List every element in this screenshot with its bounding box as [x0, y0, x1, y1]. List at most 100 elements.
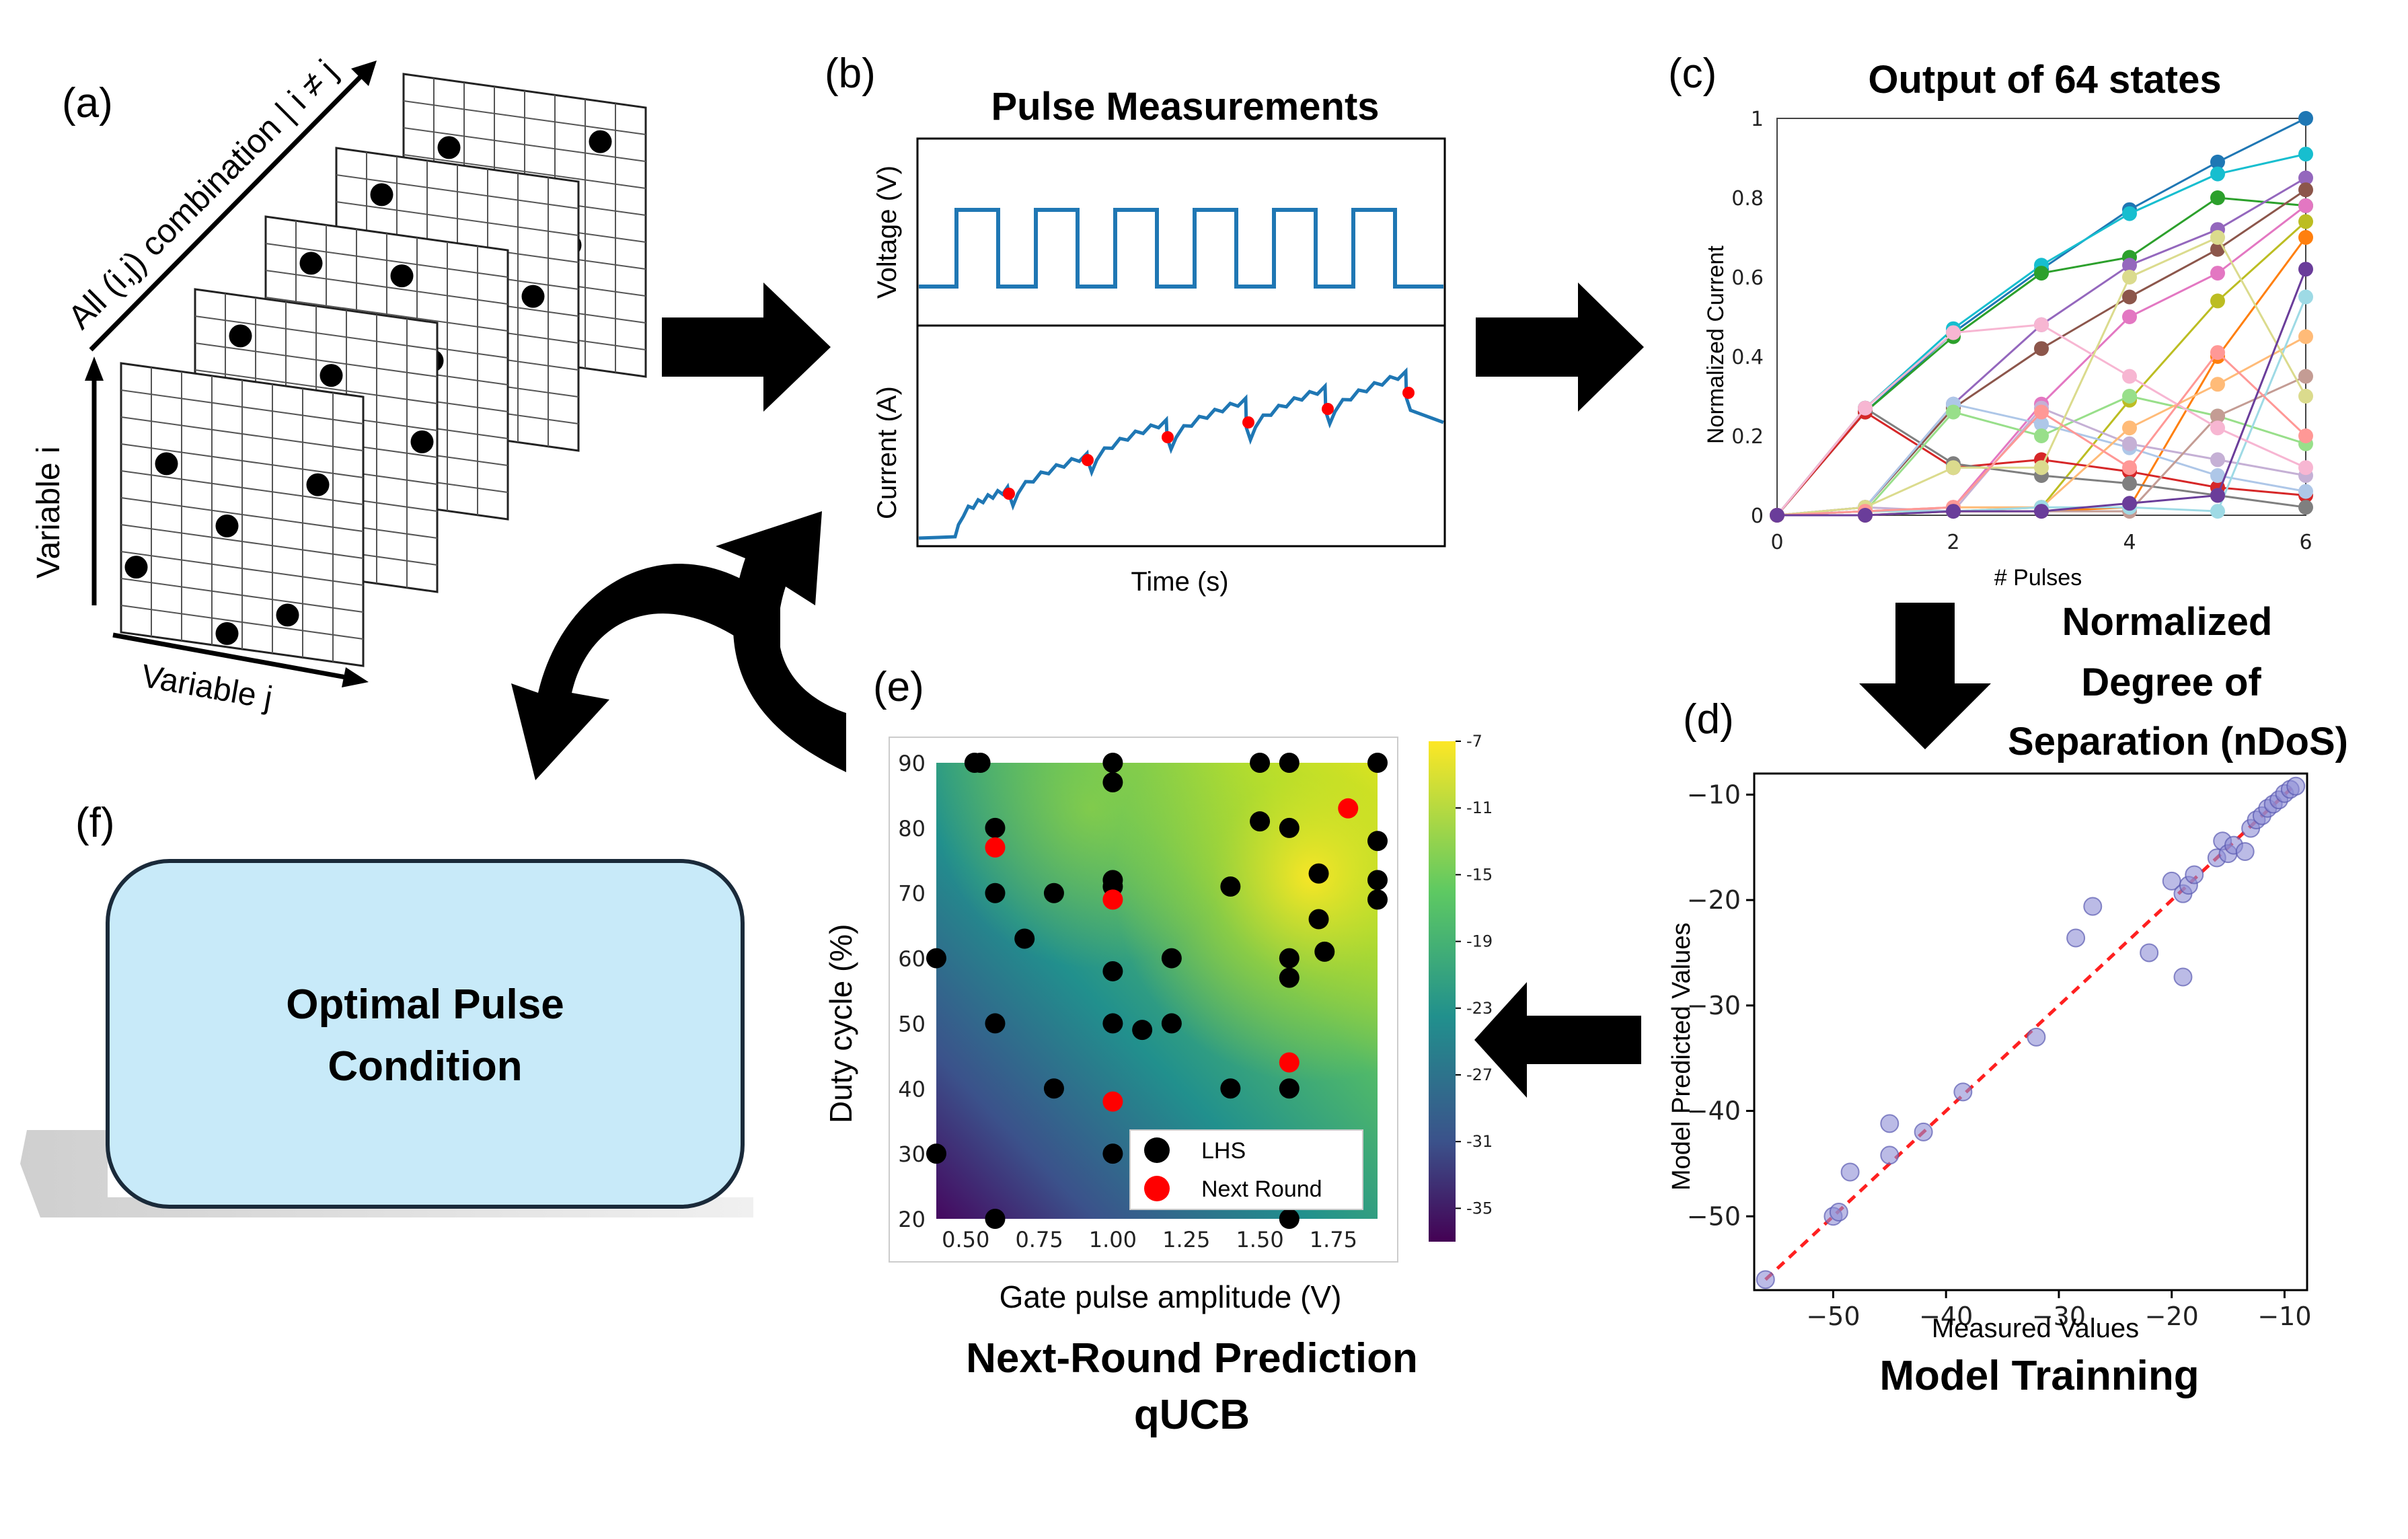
state-point — [2298, 484, 2313, 499]
training-y-tick: −40 — [1687, 1096, 1741, 1126]
state-point — [2210, 345, 2225, 361]
grid-stack — [120, 73, 647, 667]
training-point — [2286, 776, 2306, 796]
state-point — [2298, 170, 2313, 186]
states-xlabel: # Pulses — [1994, 565, 2082, 591]
grid-dot — [589, 130, 612, 153]
training-y-tick: −30 — [1687, 991, 1741, 1020]
lhs-point — [1279, 948, 1300, 969]
lhs-point — [1161, 1013, 1182, 1034]
heatmap-y-tick: 70 — [898, 881, 926, 907]
prediction-caption-line1: Next-Round Prediction — [966, 1335, 1418, 1382]
states-ylabel: Normalized Current — [1703, 246, 1729, 444]
lhs-point — [1367, 831, 1388, 852]
training-y-tick: −20 — [1687, 885, 1741, 915]
grid-dot — [306, 473, 330, 496]
colorbar-tick: -35 — [1466, 1199, 1493, 1217]
lhs-point — [985, 1013, 1006, 1034]
training-x-tick: −20 — [2145, 1302, 2199, 1331]
states-y-tick: 1 — [1751, 108, 1764, 131]
sampling-dot — [1082, 454, 1094, 466]
lhs-point — [985, 1209, 1006, 1229]
feedback-arrow-up — [716, 511, 846, 772]
heatmap-x-tick: 1.25 — [1162, 1227, 1210, 1252]
state-point — [2122, 476, 2137, 491]
lhs-point — [1250, 811, 1271, 832]
heatmap-x-tick: 0.75 — [1015, 1227, 1063, 1252]
lhs-point — [1043, 883, 1064, 903]
panel-label-d: (d) — [1683, 696, 1734, 743]
heatmap-y-tick: 30 — [898, 1141, 926, 1167]
lhs-point — [1132, 1020, 1153, 1041]
state-point — [2034, 428, 2049, 443]
lhs-point — [1279, 753, 1300, 773]
lhs-point — [1279, 1209, 1300, 1229]
state-point — [2298, 369, 2313, 384]
optimal-box-line1: Optimal Pulse — [286, 981, 564, 1028]
colorbar-tick: -11 — [1466, 798, 1493, 817]
lhs-point — [970, 753, 991, 773]
states-y-tick: 0 — [1751, 504, 1764, 528]
lhs-point — [985, 817, 1006, 838]
lhs-point — [1014, 928, 1035, 949]
state-point — [2298, 198, 2313, 213]
colorbar — [1429, 741, 1456, 1242]
state-point — [2034, 317, 2049, 332]
lhs-point — [1102, 772, 1123, 793]
panel-label-a: (a) — [62, 80, 113, 126]
training-point — [2083, 897, 2103, 916]
heatmap-ylabel: Duty cycle (%) — [823, 924, 858, 1123]
training-point — [1840, 1162, 1860, 1182]
state-point — [2210, 408, 2225, 424]
states-y-tick: 0.8 — [1731, 187, 1764, 211]
arrow-d-to-e — [1474, 982, 1641, 1098]
arrow-c-to-d — [1859, 603, 1991, 749]
states-x-tick: 0 — [1770, 531, 1783, 554]
heatmap-y-tick: 50 — [898, 1011, 926, 1037]
grid-dot — [437, 136, 461, 159]
legend-next-round: Next Round — [1201, 1176, 1322, 1202]
heatmap-y-tick: 90 — [898, 751, 926, 776]
state-point — [2210, 293, 2225, 309]
state-point — [2122, 496, 2137, 511]
state-point — [2298, 500, 2313, 515]
training-point — [1756, 1270, 1775, 1289]
lhs-point — [1102, 753, 1123, 773]
lhs-point — [1102, 961, 1123, 981]
panel-label-f: (f) — [75, 800, 115, 846]
training-xlabel: Measured Values — [1932, 1314, 2139, 1343]
sampling-dot — [1322, 403, 1334, 415]
state-point — [2298, 460, 2313, 476]
state-point — [2298, 111, 2313, 126]
pulse-title: Pulse Measurements — [991, 85, 1379, 128]
panel-label-b: (b) — [825, 50, 876, 97]
state-point — [2210, 377, 2225, 392]
training-point — [2185, 865, 2204, 885]
variable-i-label: Variable i — [31, 446, 67, 578]
colorbar-tick: -23 — [1466, 999, 1493, 1018]
variable-j-label: Variable j — [139, 659, 275, 716]
heatmap-y-tick: 20 — [898, 1207, 926, 1232]
optimal-condition-box — [106, 859, 745, 1209]
state-point — [1946, 504, 1961, 519]
state-point — [2034, 504, 2049, 519]
lhs-point — [1279, 967, 1300, 988]
state-point — [2034, 341, 2049, 356]
sampling-dot — [1003, 488, 1015, 500]
state-point — [2298, 214, 2313, 229]
states-title: Output of 64 states — [1868, 58, 2221, 102]
state-point — [2034, 416, 2049, 432]
panel-label-c: (c) — [1668, 50, 1717, 97]
sampling-dot — [1402, 387, 1415, 399]
state-point — [2210, 504, 2225, 519]
grid-dot — [319, 364, 343, 387]
training-x-tick: −30 — [2032, 1302, 2086, 1331]
heatmap-xlabel: Gate pulse amplitude (V) — [1000, 1279, 1342, 1314]
training-plot: −50−40−30−20−10−10−20−30−40−50 — [1687, 772, 2312, 1331]
lhs-point — [1308, 863, 1329, 884]
state-point — [2122, 436, 2137, 451]
state-point — [1770, 508, 1784, 523]
heatmap-legend: LHS Next Round — [1129, 1129, 1363, 1210]
